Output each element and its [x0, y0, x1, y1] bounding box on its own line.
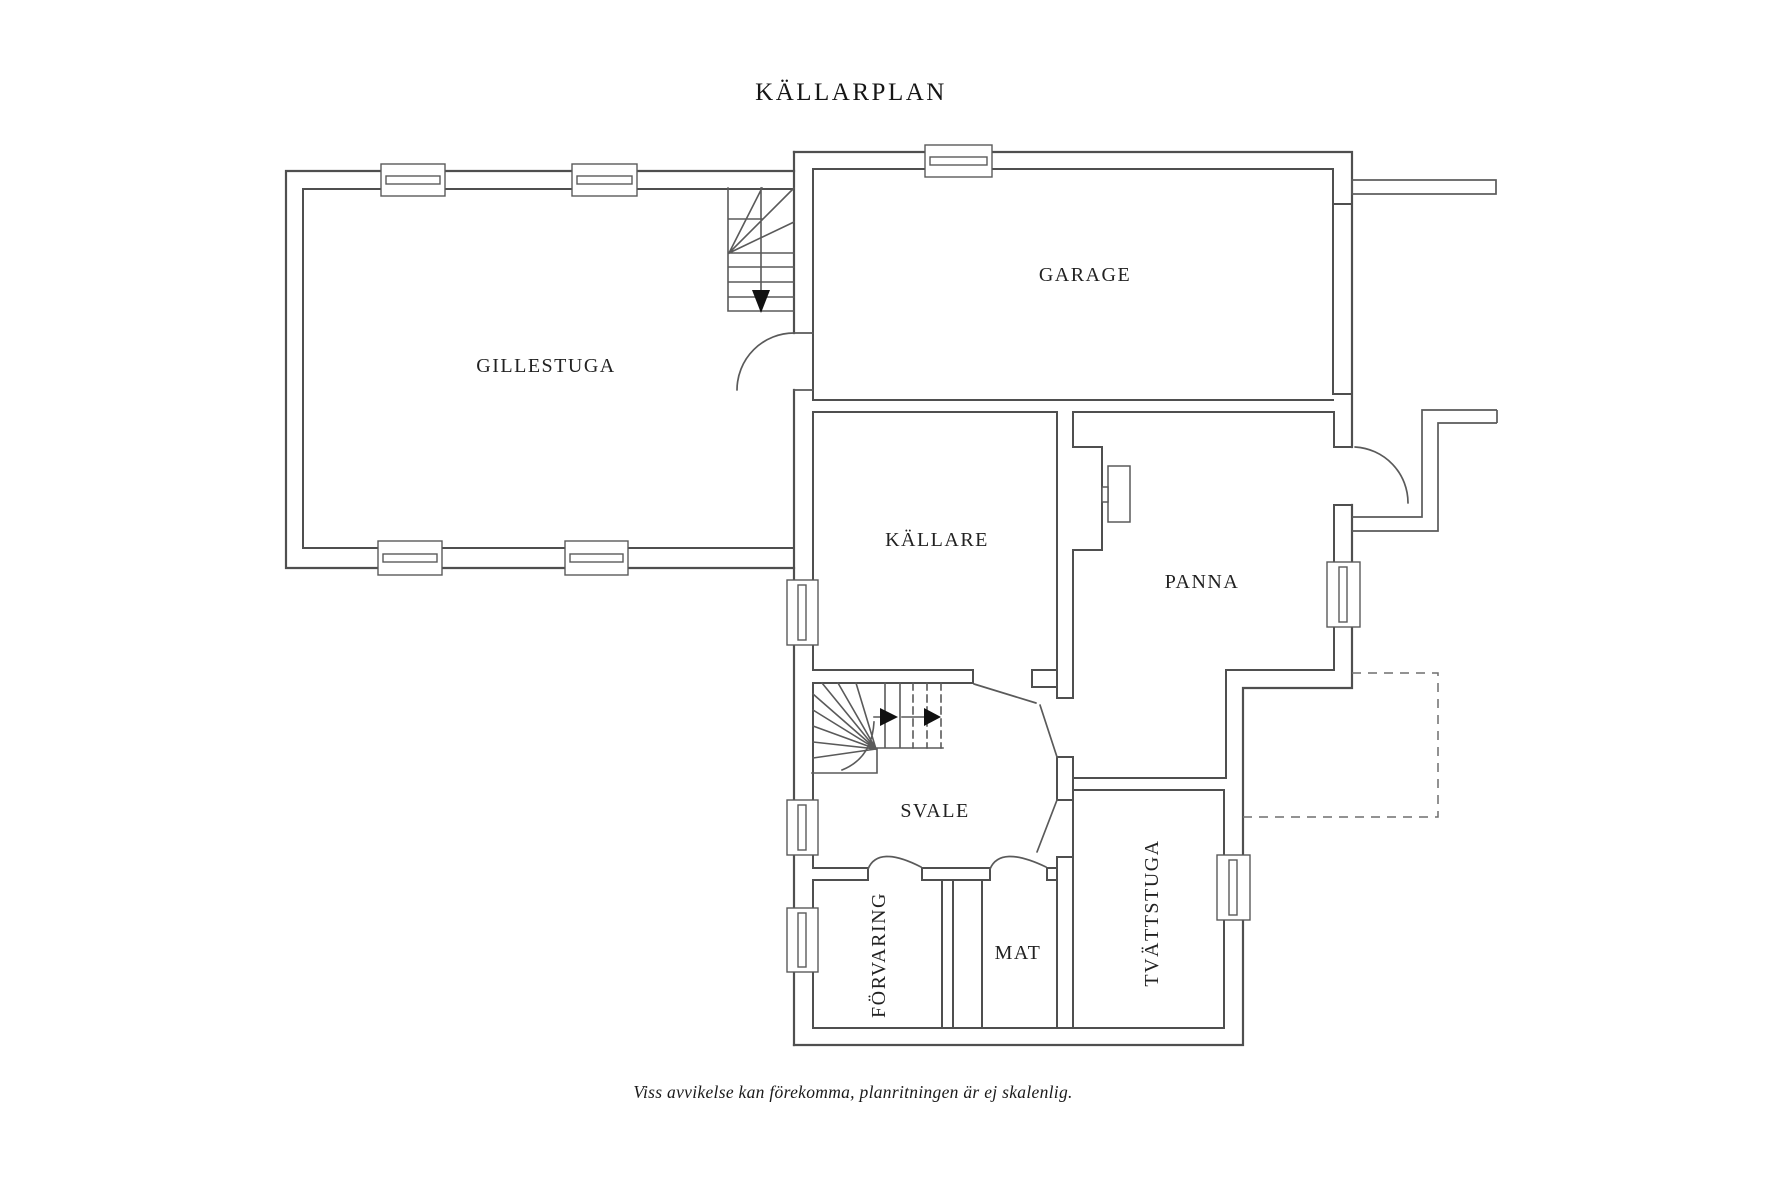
room-label-svale: SVALE: [900, 800, 969, 822]
stair-up-arrow-1: [880, 708, 898, 726]
terrace-dashed-outline: [1243, 672, 1439, 818]
plan-title: KÄLLARPLAN: [755, 79, 947, 106]
stair-down-arrow: [752, 290, 770, 313]
window-tvattstuga-east: [1216, 854, 1251, 921]
window-gillestuga-south-1: [377, 540, 443, 576]
door-arc-gillestuga-garage: [736, 332, 814, 391]
window-panna-east: [1326, 561, 1361, 628]
interior-lines: [302, 168, 1353, 1029]
door-leaf-tvattstuga: [1036, 799, 1058, 853]
door-arc-mat: [989, 855, 1047, 870]
walls-exterior: [284, 150, 1354, 1047]
stair-up-arrow-2: [924, 708, 941, 726]
retaining-wall: [1351, 179, 1497, 195]
room-label-forvaring: FÖRVARING: [867, 892, 890, 1018]
walls-interior: [302, 168, 1353, 1029]
door-leaf-kallare: [973, 683, 1037, 704]
room-label-panna: PANNA: [1165, 571, 1240, 593]
room-label-kallare: KÄLLARE: [885, 528, 989, 551]
door-arc-forvaring: [867, 855, 922, 870]
exterior-features: [1351, 179, 1498, 532]
boiler-box: [1107, 465, 1131, 523]
staircase-lower-treads: [811, 681, 944, 774]
staircase-lower-dashed-treads: [912, 682, 942, 749]
staircase-lower: [811, 681, 944, 774]
boiler-symbol: [1101, 465, 1131, 523]
footer-disclaimer: Viss avvikelse kan förekomma, planritnin…: [633, 1082, 1072, 1102]
room-label-mat: MAT: [995, 942, 1042, 964]
room-label-gillestuga: GILLESTUGA: [476, 355, 615, 377]
exterior-outline: [284, 150, 1354, 1047]
windows: [377, 144, 1361, 973]
door-leaf-panna-passage: [1039, 704, 1058, 758]
window-gillestuga-north-1: [380, 163, 446, 197]
garden-steps: [1352, 409, 1498, 532]
window-gillestuga-north-2: [571, 163, 638, 197]
door-arc-panna-exterior: [1354, 446, 1409, 504]
boiler-connector: [1101, 486, 1109, 503]
window-svale-west: [786, 799, 819, 856]
window-kallare-west: [786, 579, 819, 646]
room-label-tvattstuga: TVÄTTSTUGA: [1140, 839, 1163, 986]
room-label-garage: GARAGE: [1039, 264, 1131, 286]
window-gillestuga-south-2: [564, 540, 629, 576]
doors: [736, 332, 1409, 870]
window-garage-north: [924, 144, 993, 178]
window-forvaring-west: [786, 907, 819, 973]
